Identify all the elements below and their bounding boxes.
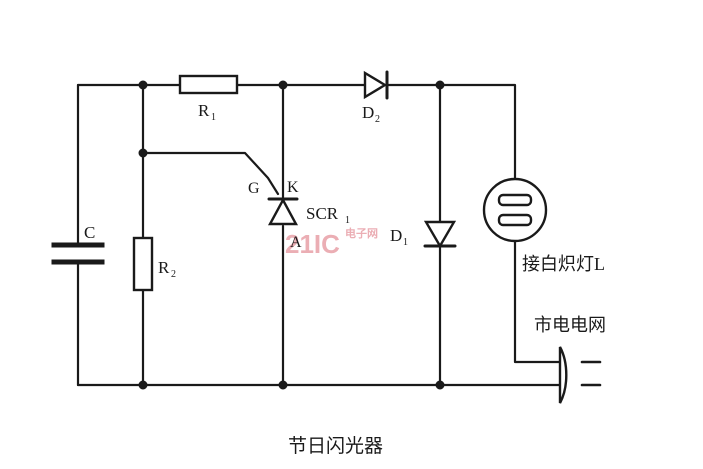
wire-lamp-to-plug xyxy=(513,238,562,364)
lamp-l xyxy=(482,177,548,243)
label-r1-text: R xyxy=(198,101,210,120)
watermark-text: 21IC xyxy=(285,229,340,259)
mains-plug xyxy=(558,346,602,404)
lamp-bulb xyxy=(482,177,548,243)
wire-top-right-to-lamp xyxy=(438,83,517,182)
diode-d1-triangle xyxy=(423,220,457,249)
capacitor-plate xyxy=(51,242,105,248)
wiring xyxy=(76,83,562,387)
diode-d2 xyxy=(363,70,389,100)
junctions xyxy=(138,80,445,390)
label-a: A xyxy=(290,234,302,251)
label-d1: D 1 xyxy=(390,226,408,248)
label-r1-subscript: 1 xyxy=(211,112,216,123)
junction-dot xyxy=(138,80,148,90)
label-d2-text: D xyxy=(362,103,374,122)
label-d2: D 2 xyxy=(362,103,380,125)
capacitor-c xyxy=(51,242,105,265)
label-r2-text: R xyxy=(158,258,170,277)
watermark-logo: 21IC 电子网 xyxy=(285,226,378,259)
label-r2: R 2 xyxy=(158,258,176,280)
junction-dot xyxy=(435,80,445,90)
thyristor-scr1 xyxy=(267,197,299,226)
watermark-subtext: 电子网 xyxy=(345,226,378,240)
junction-dot xyxy=(435,380,445,390)
diode-d2-triangle xyxy=(363,70,388,100)
junction-dot xyxy=(138,380,148,390)
label-scr-text: SCR xyxy=(306,204,339,223)
junction-dot xyxy=(278,380,288,390)
resistor-r2 xyxy=(132,236,154,292)
label-d1-subscript: 1 xyxy=(403,237,408,248)
label-r1: R 1 xyxy=(198,101,216,123)
label-scr1: SCR 1 xyxy=(306,204,350,226)
resistor-r1 xyxy=(178,74,239,95)
label-c: C xyxy=(84,223,95,242)
junction-dot xyxy=(278,80,288,90)
label-scr-subscript: 1 xyxy=(345,215,350,226)
junction-dot xyxy=(138,148,148,158)
diode-d1 xyxy=(423,220,457,249)
lamp-electrode xyxy=(497,193,533,207)
lamp-electrode xyxy=(497,213,533,227)
plug-body xyxy=(558,346,568,404)
label-d2-subscript: 2 xyxy=(375,114,380,125)
label-mains: 市电电网 xyxy=(534,315,606,335)
capacitor-plate xyxy=(51,259,105,265)
wire-gate-lead xyxy=(141,151,280,196)
label-g: G xyxy=(248,180,260,197)
label-lamp: 接白炽灯L xyxy=(522,254,605,274)
label-d1-text: D xyxy=(390,226,402,245)
label-r2-subscript: 2 xyxy=(171,269,176,280)
scr-triangle xyxy=(267,197,299,226)
label-k: K xyxy=(287,179,299,196)
caption: 节日闪光器 xyxy=(288,435,383,457)
